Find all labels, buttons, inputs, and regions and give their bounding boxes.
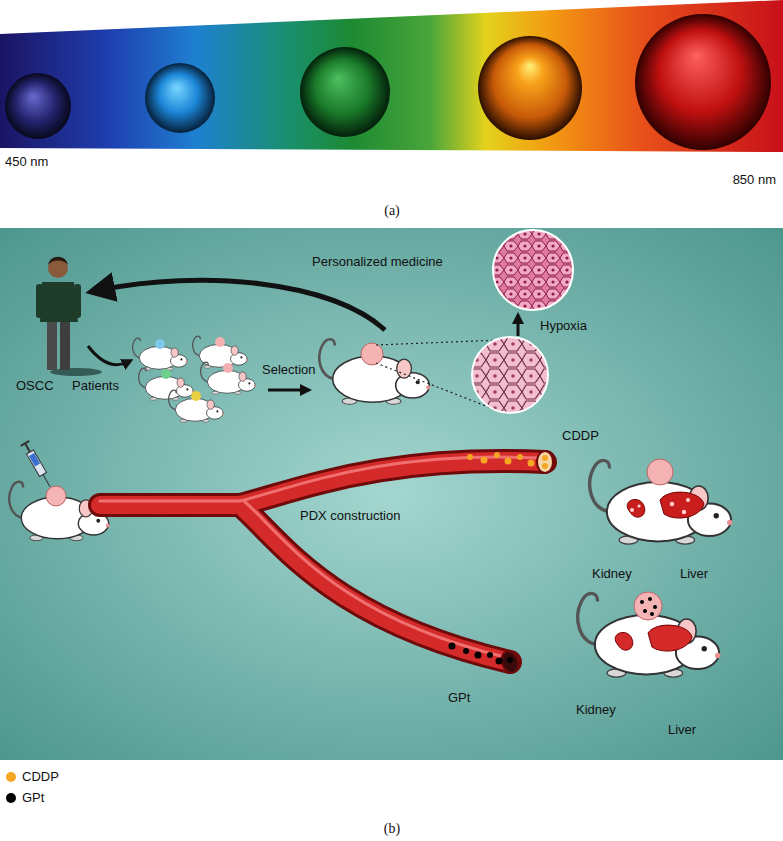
wavelength-label: 450 nm (5, 154, 48, 170)
panel-label: (a) (384, 203, 400, 219)
arrow-label: Selection (262, 362, 315, 378)
legend-swatch (6, 772, 16, 782)
drug-label: GPt (448, 690, 470, 706)
wavelength-label: 850 nm (733, 172, 776, 188)
legend-swatch (6, 793, 16, 803)
group-label: OSCC (16, 378, 54, 394)
arrow-label: Personalized medicine (312, 254, 443, 270)
drug-label: CDDP (562, 428, 599, 444)
legend: CDDP GPt (6, 766, 59, 808)
process-label: PDX construction (300, 508, 400, 524)
legend-entry: GPt (6, 787, 59, 808)
panel-label: (b) (384, 821, 400, 837)
legend-entry: CDDP (6, 766, 59, 787)
organ-label: Liver (668, 722, 696, 738)
organ-label: Kidney (592, 566, 632, 582)
organ-label: Liver (680, 566, 708, 582)
group-label: Patients (72, 378, 119, 394)
legend-text: GPt (22, 790, 44, 805)
organ-label: Kidney (576, 702, 616, 718)
legend-text: CDDP (22, 769, 59, 784)
arrow-label: Hypoxia (540, 318, 587, 334)
